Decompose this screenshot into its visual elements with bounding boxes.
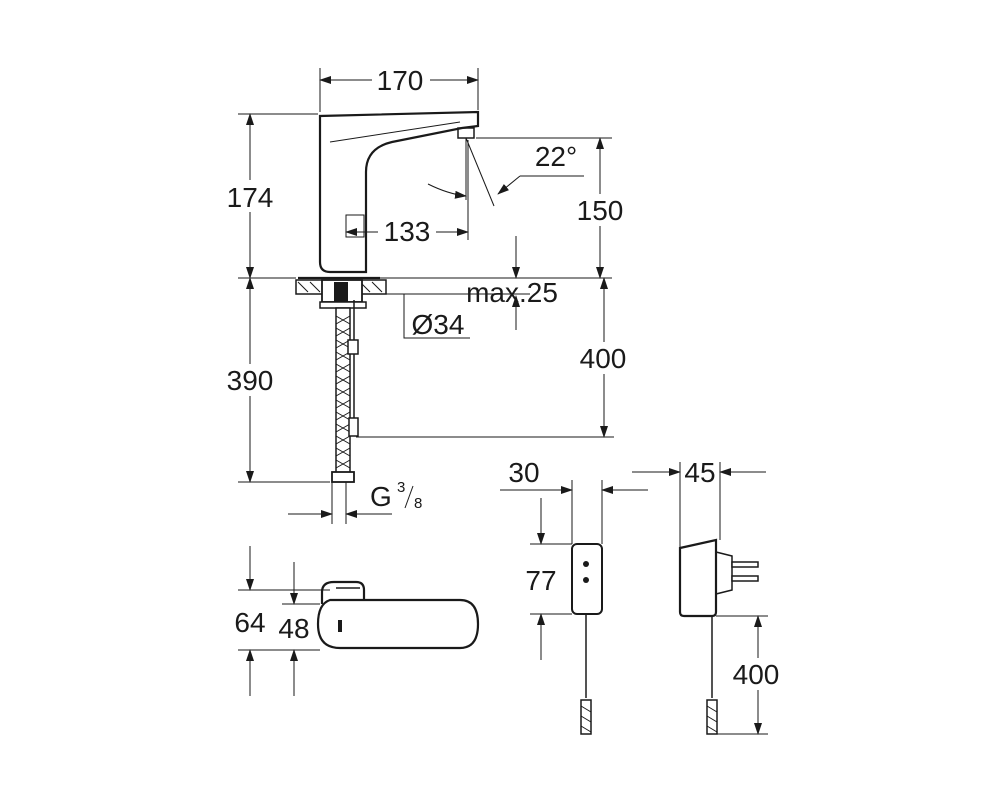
- dim-22-degree: 22°: [535, 141, 577, 172]
- dim-150: 150: [577, 195, 624, 226]
- dim-diameter-34: Ø34: [412, 309, 465, 340]
- dim-400-adapter: 400: [733, 659, 780, 690]
- dim-48: 48: [278, 613, 309, 644]
- dim-64: 64: [234, 607, 265, 638]
- dim-thread-g: G: [370, 481, 392, 512]
- dim-400-cable: 400: [580, 343, 627, 374]
- dim-174: 174: [227, 182, 274, 213]
- power-adapter-view: 45 400: [632, 457, 788, 735]
- dim-170: 170: [377, 65, 424, 96]
- control-box-view: 30 77: [500, 457, 648, 735]
- dim-30: 30: [508, 457, 539, 488]
- dim-133: 133: [384, 216, 431, 247]
- dim-max-25: max.25: [466, 277, 558, 308]
- dim-thread-denominator: 8: [414, 495, 422, 512]
- dim-45: 45: [684, 457, 715, 488]
- faucet-side-view: 170 174 133 22° 150 max.25 Ø34: [220, 64, 634, 524]
- faucet-top-view: 64 48: [234, 546, 480, 696]
- dim-390: 390: [227, 365, 274, 396]
- dim-77: 77: [525, 565, 556, 596]
- dim-thread-numerator: 3: [397, 479, 405, 496]
